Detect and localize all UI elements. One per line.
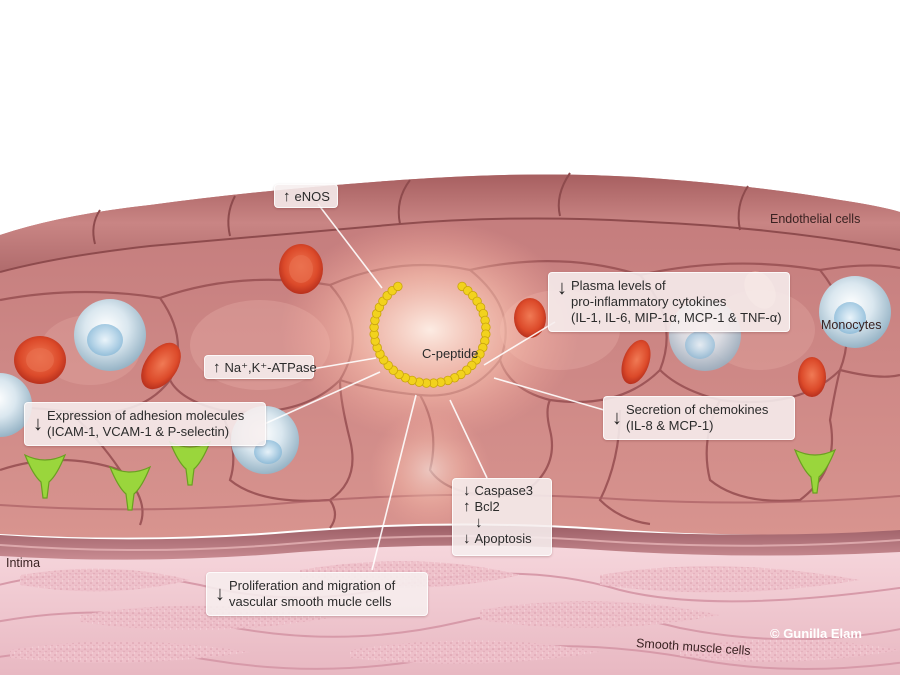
smooth-muscle-layer	[0, 545, 900, 675]
red-blood-cell	[141, 342, 181, 390]
down-arrow-icon: ↓	[557, 277, 567, 299]
enos-label: ↑eNOS	[274, 184, 338, 208]
down-arrow-icon: ↓	[612, 407, 622, 429]
peptide-glow	[280, 220, 580, 440]
red-blood-cells	[14, 244, 826, 397]
copyright-label: © Gunilla Elam	[770, 626, 862, 641]
intima-label: Intima	[6, 556, 41, 570]
down-arrow-icon: ↓	[463, 482, 471, 499]
red-blood-cell	[279, 244, 323, 294]
down-arrow-icon: ↓	[475, 514, 483, 531]
up-arrow-icon: ↑	[213, 359, 221, 376]
receptor	[108, 465, 152, 511]
apoptosis-label: ↓Caspase3 ↑Bcl2 ↓ ↓Apoptosis	[452, 478, 552, 556]
receptor	[168, 440, 212, 486]
red-blood-cell	[514, 298, 546, 338]
monocyte	[0, 373, 32, 437]
endothelial-cells-label: Endothelial cells	[770, 212, 861, 226]
intima-band	[0, 525, 900, 560]
monocytes-label: Monocytes	[821, 318, 882, 332]
red-blood-cell	[621, 339, 651, 385]
atpase-label: ↑Na⁺,K⁺-ATPase	[204, 355, 317, 379]
pointer-lines	[261, 203, 605, 571]
peptide-bead	[393, 281, 403, 292]
monocyte	[819, 276, 891, 348]
chemokines-label: ↓ Secretion of chemokines(IL-8 & MCP-1)	[603, 396, 795, 440]
up-arrow-icon: ↑	[283, 188, 291, 205]
receptor	[793, 448, 837, 494]
red-blood-cell	[14, 336, 66, 384]
down-arrow-icon: ↓	[215, 583, 225, 605]
adhesion-label: ↓ Expression of adhesion molecules(ICAM-…	[24, 402, 266, 446]
down-arrow-icon: ↓	[463, 530, 471, 547]
monocyte	[74, 299, 146, 371]
c-peptide-ring	[369, 281, 491, 388]
red-blood-cell	[798, 357, 826, 397]
down-arrow-icon: ↓	[33, 413, 43, 435]
receptor	[23, 453, 67, 499]
c-peptide-label: C-peptide	[422, 346, 479, 361]
up-arrow-icon: ↑	[463, 498, 471, 515]
adhesion-receptors	[23, 440, 837, 511]
